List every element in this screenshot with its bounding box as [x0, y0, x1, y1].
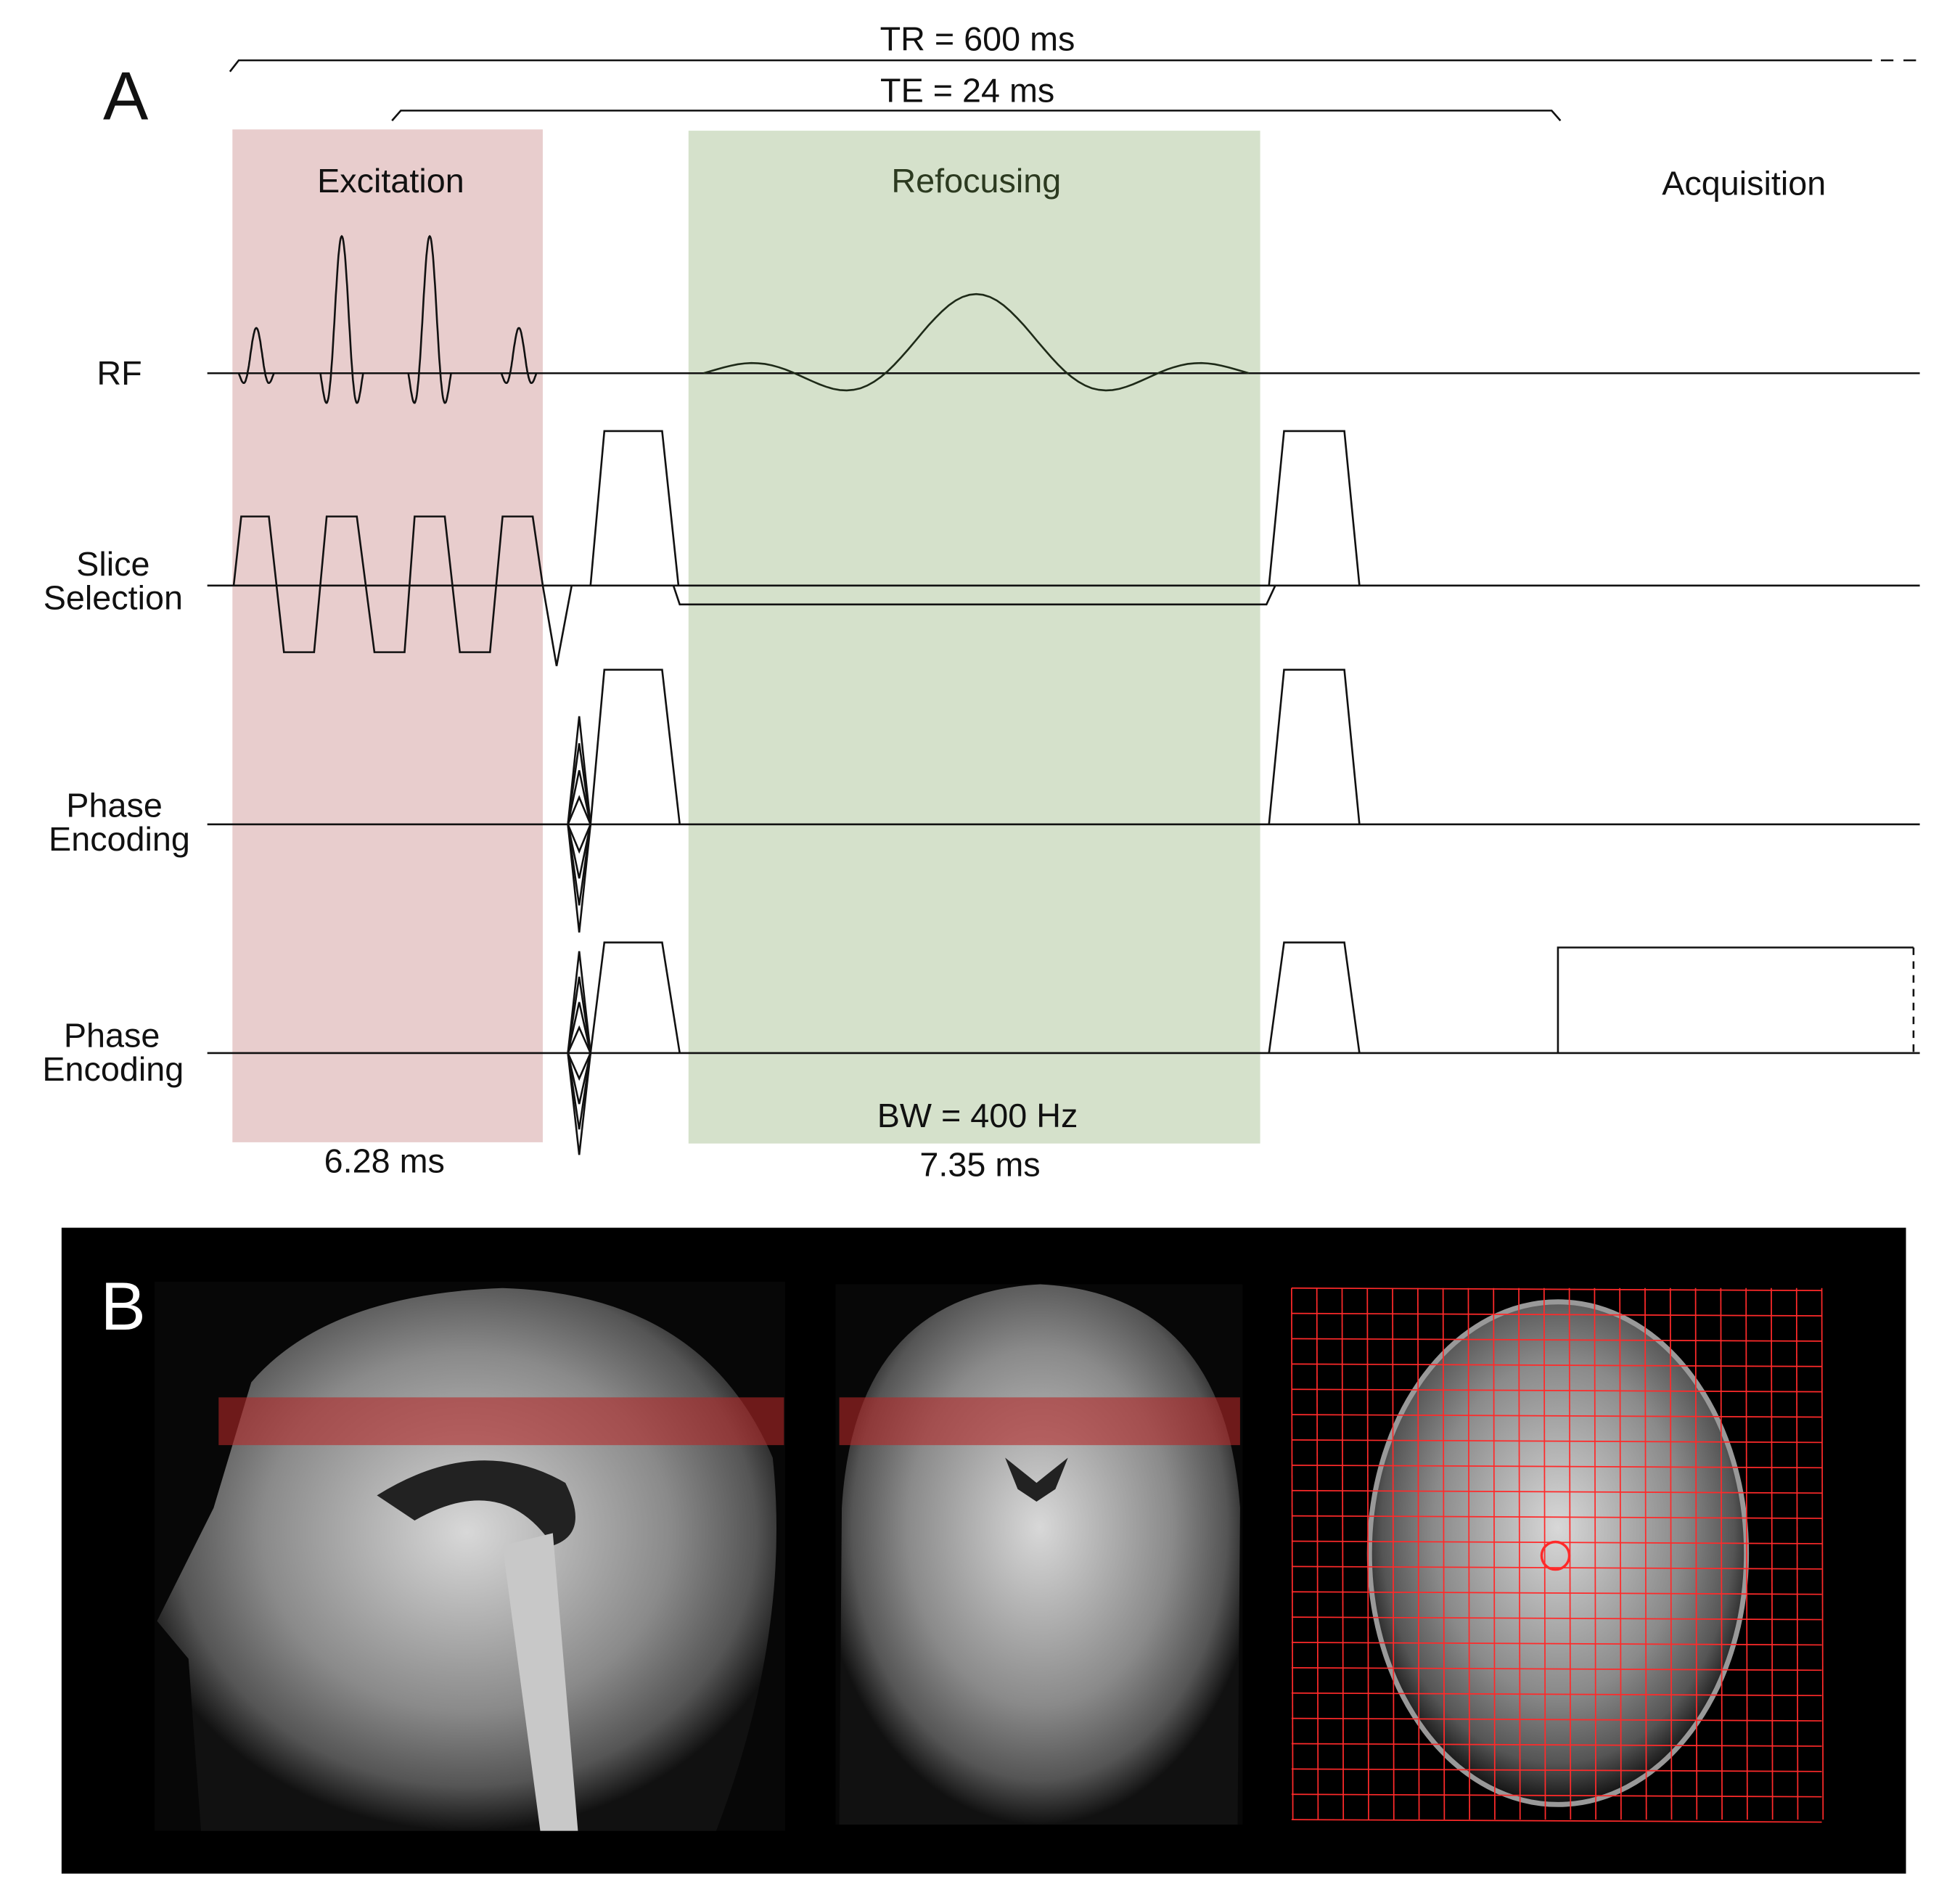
- grid-line-vertical: [1442, 1288, 1446, 1820]
- rf-row-label: RF: [97, 354, 142, 392]
- panel-a-sequence-diagram: A TR = 600 ms TE = 24 ms Excitation Refo…: [42, 20, 1925, 1184]
- coronal-slab-overlay: [839, 1397, 1240, 1446]
- panel-b-label: B: [100, 1268, 145, 1344]
- slice-row-label-1: Slice: [76, 545, 149, 583]
- grid-line-vertical: [1543, 1288, 1546, 1820]
- excitation-region: [232, 129, 543, 1142]
- grid-line-vertical: [1291, 1288, 1294, 1820]
- excitation-rf-pulses: [237, 234, 538, 404]
- acquisition-label: Acquisition: [1662, 164, 1826, 202]
- grid-line-horizontal: [1291, 1439, 1822, 1444]
- grid-line-vertical: [1493, 1288, 1496, 1820]
- phase-row-1-label-2: Encoding: [49, 820, 190, 858]
- voxel-grid-overlay: [1291, 1287, 1824, 1823]
- grid-line-horizontal: [1291, 1312, 1822, 1317]
- panel-b-slice-placement: B: [61, 1227, 1906, 1874]
- grid-line-horizontal: [1291, 1338, 1822, 1342]
- grid-line-horizontal: [1291, 1692, 1822, 1697]
- slice-row-label-2: Selection: [44, 579, 183, 617]
- grid-line-vertical: [1467, 1288, 1471, 1820]
- axial-mri-image: [1291, 1288, 1822, 1820]
- grid-line-horizontal: [1291, 1515, 1822, 1519]
- phase-step-1: [567, 976, 592, 1130]
- grid-line-vertical: [1619, 1288, 1622, 1820]
- grid-line-vertical: [1416, 1288, 1420, 1820]
- grid-line-horizontal: [1291, 1717, 1822, 1722]
- grid-line-horizontal: [1291, 1565, 1822, 1570]
- grid-line-horizontal: [1291, 1793, 1822, 1798]
- phase-step-3: [567, 1025, 592, 1081]
- grid-line-horizontal: [1291, 1489, 1822, 1494]
- phase-step-3: [567, 795, 592, 854]
- grid-line-vertical: [1392, 1288, 1395, 1820]
- refocusing-region: [688, 131, 1260, 1144]
- grid-line-vertical: [1669, 1288, 1673, 1820]
- panel-a-label: A: [103, 58, 149, 134]
- tr-label: TR = 600 ms: [880, 20, 1075, 57]
- grid-line-vertical: [1771, 1288, 1774, 1820]
- refocusing-label: Refocusing: [891, 162, 1061, 200]
- refocusing-duration: 7.35 ms: [919, 1146, 1040, 1184]
- grid-line-horizontal: [1291, 1388, 1822, 1393]
- refocusing-rf-pulse: [703, 292, 1250, 392]
- grid-line-horizontal: [1291, 1363, 1822, 1367]
- phase-1-crusher-1: [589, 668, 681, 824]
- readout-gradient: [1557, 946, 1914, 1053]
- grid-line-horizontal: [1291, 1642, 1822, 1646]
- phase-step-0: [567, 716, 592, 933]
- phase-step-0: [567, 951, 592, 1155]
- grid-line-vertical: [1821, 1288, 1824, 1820]
- grid-line-vertical: [1518, 1288, 1521, 1820]
- grid-line-vertical: [1594, 1288, 1597, 1820]
- grid-line-vertical: [1316, 1288, 1319, 1820]
- bandwidth-label: BW = 400 Hz: [877, 1097, 1078, 1134]
- phase-encoding-1-table: [567, 716, 592, 933]
- slice-crusher-2: [1268, 430, 1361, 586]
- grid-line-horizontal: [1291, 1616, 1822, 1621]
- grid-line-horizontal: [1291, 1743, 1822, 1747]
- grid-line-vertical: [1720, 1288, 1723, 1820]
- phase-encoding-2-table: [567, 951, 592, 1155]
- sagittal-slab-overlay: [218, 1397, 784, 1446]
- sagittal-mri-image: [154, 1282, 786, 1831]
- te-label: TE = 24 ms: [880, 71, 1054, 109]
- grid-line-vertical: [1694, 1288, 1698, 1820]
- phase-row-2-label-1: Phase: [64, 1016, 160, 1054]
- tr-bracket: [229, 59, 1872, 73]
- grid-line-horizontal: [1291, 1819, 1822, 1823]
- grid-line-horizontal: [1291, 1464, 1822, 1469]
- grid-line-vertical: [1341, 1288, 1345, 1820]
- grid-line-horizontal: [1291, 1414, 1822, 1418]
- grid-line-vertical: [1366, 1288, 1369, 1820]
- phase-step-2: [567, 1002, 592, 1105]
- phase-row-2-label-2: Encoding: [42, 1050, 184, 1088]
- coronal-mri-image: [835, 1284, 1243, 1825]
- phase-row-1-label-1: Phase: [66, 786, 163, 824]
- excitation-label: Excitation: [317, 162, 464, 200]
- grid-line-vertical: [1795, 1288, 1799, 1820]
- phase-2-crusher-2: [1268, 941, 1361, 1054]
- grid-line-horizontal: [1291, 1768, 1822, 1772]
- grid-line-horizontal: [1291, 1287, 1822, 1292]
- phase-2-crusher-1: [589, 941, 681, 1054]
- grid-line-vertical: [1745, 1288, 1748, 1820]
- phase-step-1: [567, 742, 592, 906]
- phase-step-2: [567, 770, 592, 879]
- slice-crusher-1: [589, 430, 680, 586]
- te-bracket: [391, 110, 1562, 122]
- grid-line-horizontal: [1291, 1591, 1822, 1595]
- grid-line-horizontal: [1291, 1666, 1822, 1671]
- slice-excitation-gradient: [232, 515, 573, 666]
- grid-line-vertical: [1644, 1288, 1647, 1820]
- voxel-marker: [1540, 1540, 1571, 1571]
- slice-refocus-gradient: [672, 585, 1276, 606]
- phase-1-crusher-2: [1268, 668, 1361, 824]
- excitation-duration: 6.28 ms: [324, 1142, 445, 1179]
